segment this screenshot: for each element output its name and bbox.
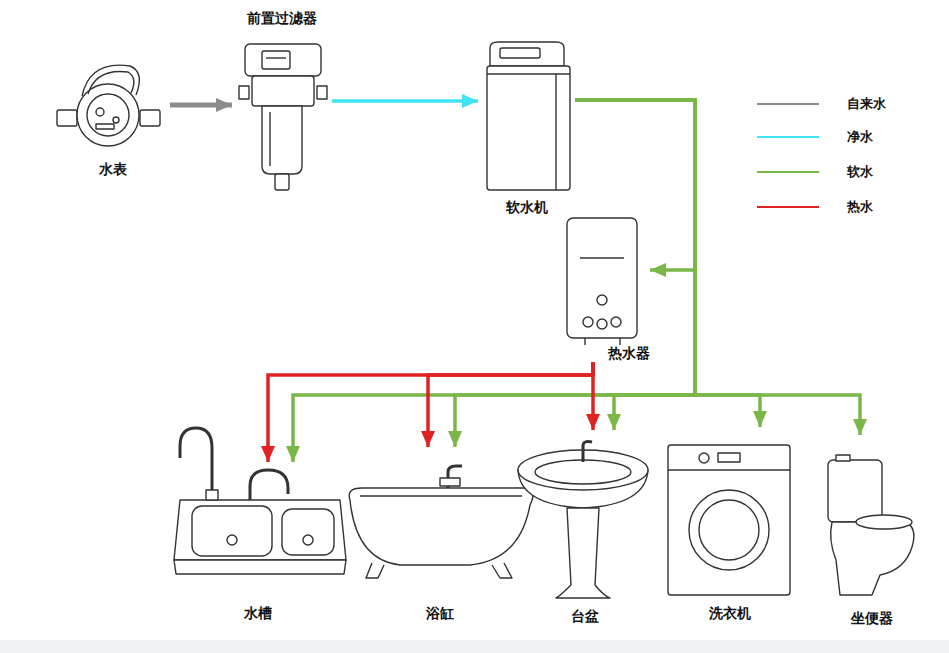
part-label: 热水器 <box>608 345 650 362</box>
part-label: 洗衣机 <box>709 605 751 622</box>
legend-label: 净水 <box>847 128 873 146</box>
bathtub-node: 浴缸 <box>345 447 535 622</box>
legend-row: 自来水 <box>757 94 886 114</box>
pipe-connector <box>332 99 478 103</box>
part-label: 前置过滤器 <box>247 10 317 27</box>
pipe-connector <box>170 103 232 108</box>
washing-machine-node: 洗衣机 <box>665 427 795 622</box>
legend-row: 热水 <box>757 197 873 217</box>
pipe-connector <box>575 100 695 430</box>
bottom-band <box>0 640 949 653</box>
toilet-node: 坐便器 <box>822 435 922 627</box>
water-softener-node: 软水机 <box>478 40 575 216</box>
part-label: 软水机 <box>506 199 548 216</box>
legend-line-sample <box>757 197 819 217</box>
pipe-connector <box>428 362 593 447</box>
kitchen-sink-drawing <box>174 428 346 574</box>
legend-line-sample <box>757 162 819 182</box>
pipe-connector <box>455 100 695 447</box>
toilet-drawing <box>828 455 914 595</box>
pipe-connector <box>575 100 695 270</box>
water-meter-node: 水表 <box>55 72 170 178</box>
pedestal-basin-node: 台盆 <box>510 430 660 625</box>
legend-row: 软水 <box>757 162 873 182</box>
legend-label: 热水 <box>847 198 873 216</box>
pipe-connector <box>591 362 595 430</box>
part-label: 水槽 <box>244 605 272 622</box>
pre-filter-node: 前置过滤器 <box>232 10 332 195</box>
water-meter-drawing <box>57 65 160 146</box>
bathtub-drawing <box>349 466 533 578</box>
water-heater-node: 热水器 <box>560 212 650 362</box>
legend-line-sample <box>757 127 819 147</box>
washing-machine-drawing <box>668 445 790 595</box>
kitchen-sink-node: 水槽 <box>168 462 348 622</box>
pedestal-basin-drawing <box>518 442 648 599</box>
part-label: 水表 <box>99 161 127 178</box>
legend-line-sample <box>757 94 819 114</box>
pipe-connector <box>575 100 860 435</box>
legend-label: 自来水 <box>847 95 886 113</box>
pipe-connector <box>268 362 593 462</box>
pipe-connector <box>575 100 760 427</box>
pipe-connector <box>293 100 695 462</box>
pre-filter-drawing <box>239 44 327 190</box>
part-label: 台盆 <box>571 608 599 625</box>
part-label: 浴缸 <box>426 605 454 622</box>
legend-row: 净水 <box>757 127 873 147</box>
water-heater-drawing <box>567 218 637 345</box>
water-softener-drawing <box>487 42 570 190</box>
legend-label: 软水 <box>847 163 873 181</box>
part-label: 坐便器 <box>851 610 893 627</box>
